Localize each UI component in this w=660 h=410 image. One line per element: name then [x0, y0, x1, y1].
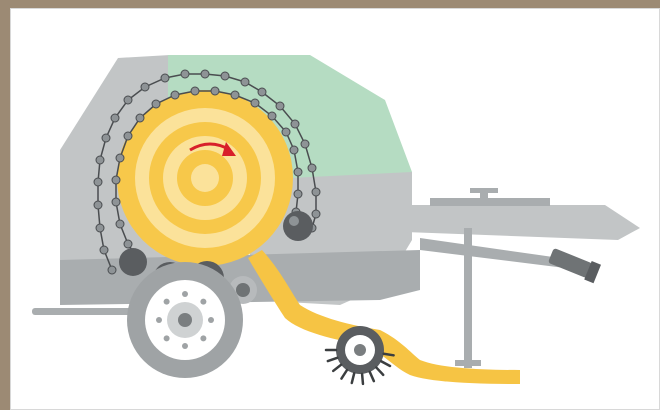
chain-link	[268, 112, 276, 120]
chain-link	[294, 168, 302, 176]
wheel-bolt	[164, 299, 170, 305]
pickup-tine	[362, 374, 363, 384]
chain-link	[161, 74, 169, 82]
chain-link	[308, 164, 316, 172]
pickup-tine	[376, 368, 383, 375]
chain-link	[211, 87, 219, 95]
chain-link	[251, 99, 259, 107]
wheel-bolt	[156, 317, 162, 323]
pickup-tine	[381, 361, 390, 366]
chain-link	[124, 132, 132, 140]
wheel-bolt	[208, 317, 214, 323]
pickup-tine	[333, 365, 341, 371]
pickup-tine	[370, 372, 374, 381]
chain-link	[312, 188, 320, 196]
pickup-tine	[328, 358, 337, 361]
rear-support-bar	[32, 308, 132, 315]
chain-link	[231, 91, 239, 99]
chain-link	[108, 266, 116, 274]
pickup-tine	[352, 373, 354, 383]
chain-link	[301, 140, 309, 148]
chain-link	[112, 198, 120, 206]
chain-link	[258, 88, 266, 96]
chain-link	[96, 156, 104, 164]
wheel-bolt	[200, 335, 206, 341]
chain-link	[116, 220, 124, 228]
wheel-bolt	[164, 335, 170, 341]
chain-link	[96, 224, 104, 232]
chain-link	[102, 134, 110, 142]
chain-link	[290, 146, 298, 154]
chain-link	[111, 114, 119, 122]
chain-link	[141, 83, 149, 91]
chain-link	[241, 78, 249, 86]
wheel-bolt	[200, 299, 206, 305]
chain-link	[291, 120, 299, 128]
lower-roller-left	[119, 248, 147, 276]
chain-link	[100, 246, 108, 254]
chain-link	[124, 240, 132, 248]
wheel-icon	[127, 262, 243, 378]
chain-link	[112, 176, 120, 184]
chain-link	[181, 70, 189, 78]
chain-link	[294, 190, 302, 198]
chain-link	[201, 70, 209, 78]
chain-link	[152, 100, 160, 108]
chain-link	[221, 72, 229, 80]
chain-link	[116, 154, 124, 162]
pickup-tine	[384, 354, 394, 356]
wheel-bolt	[182, 291, 188, 297]
chain-link	[136, 114, 144, 122]
chain-link	[94, 201, 102, 209]
chain-link	[312, 210, 320, 218]
chain-link	[282, 128, 290, 136]
tension-roller	[283, 211, 313, 241]
chain-link	[171, 91, 179, 99]
drawbar-icon	[405, 188, 640, 268]
chain-link	[276, 102, 284, 110]
chain-link	[191, 87, 199, 95]
chain-link	[124, 96, 132, 104]
chain-link	[94, 178, 102, 186]
wheel-bolt	[182, 343, 188, 349]
pickup-tine	[341, 370, 346, 378]
